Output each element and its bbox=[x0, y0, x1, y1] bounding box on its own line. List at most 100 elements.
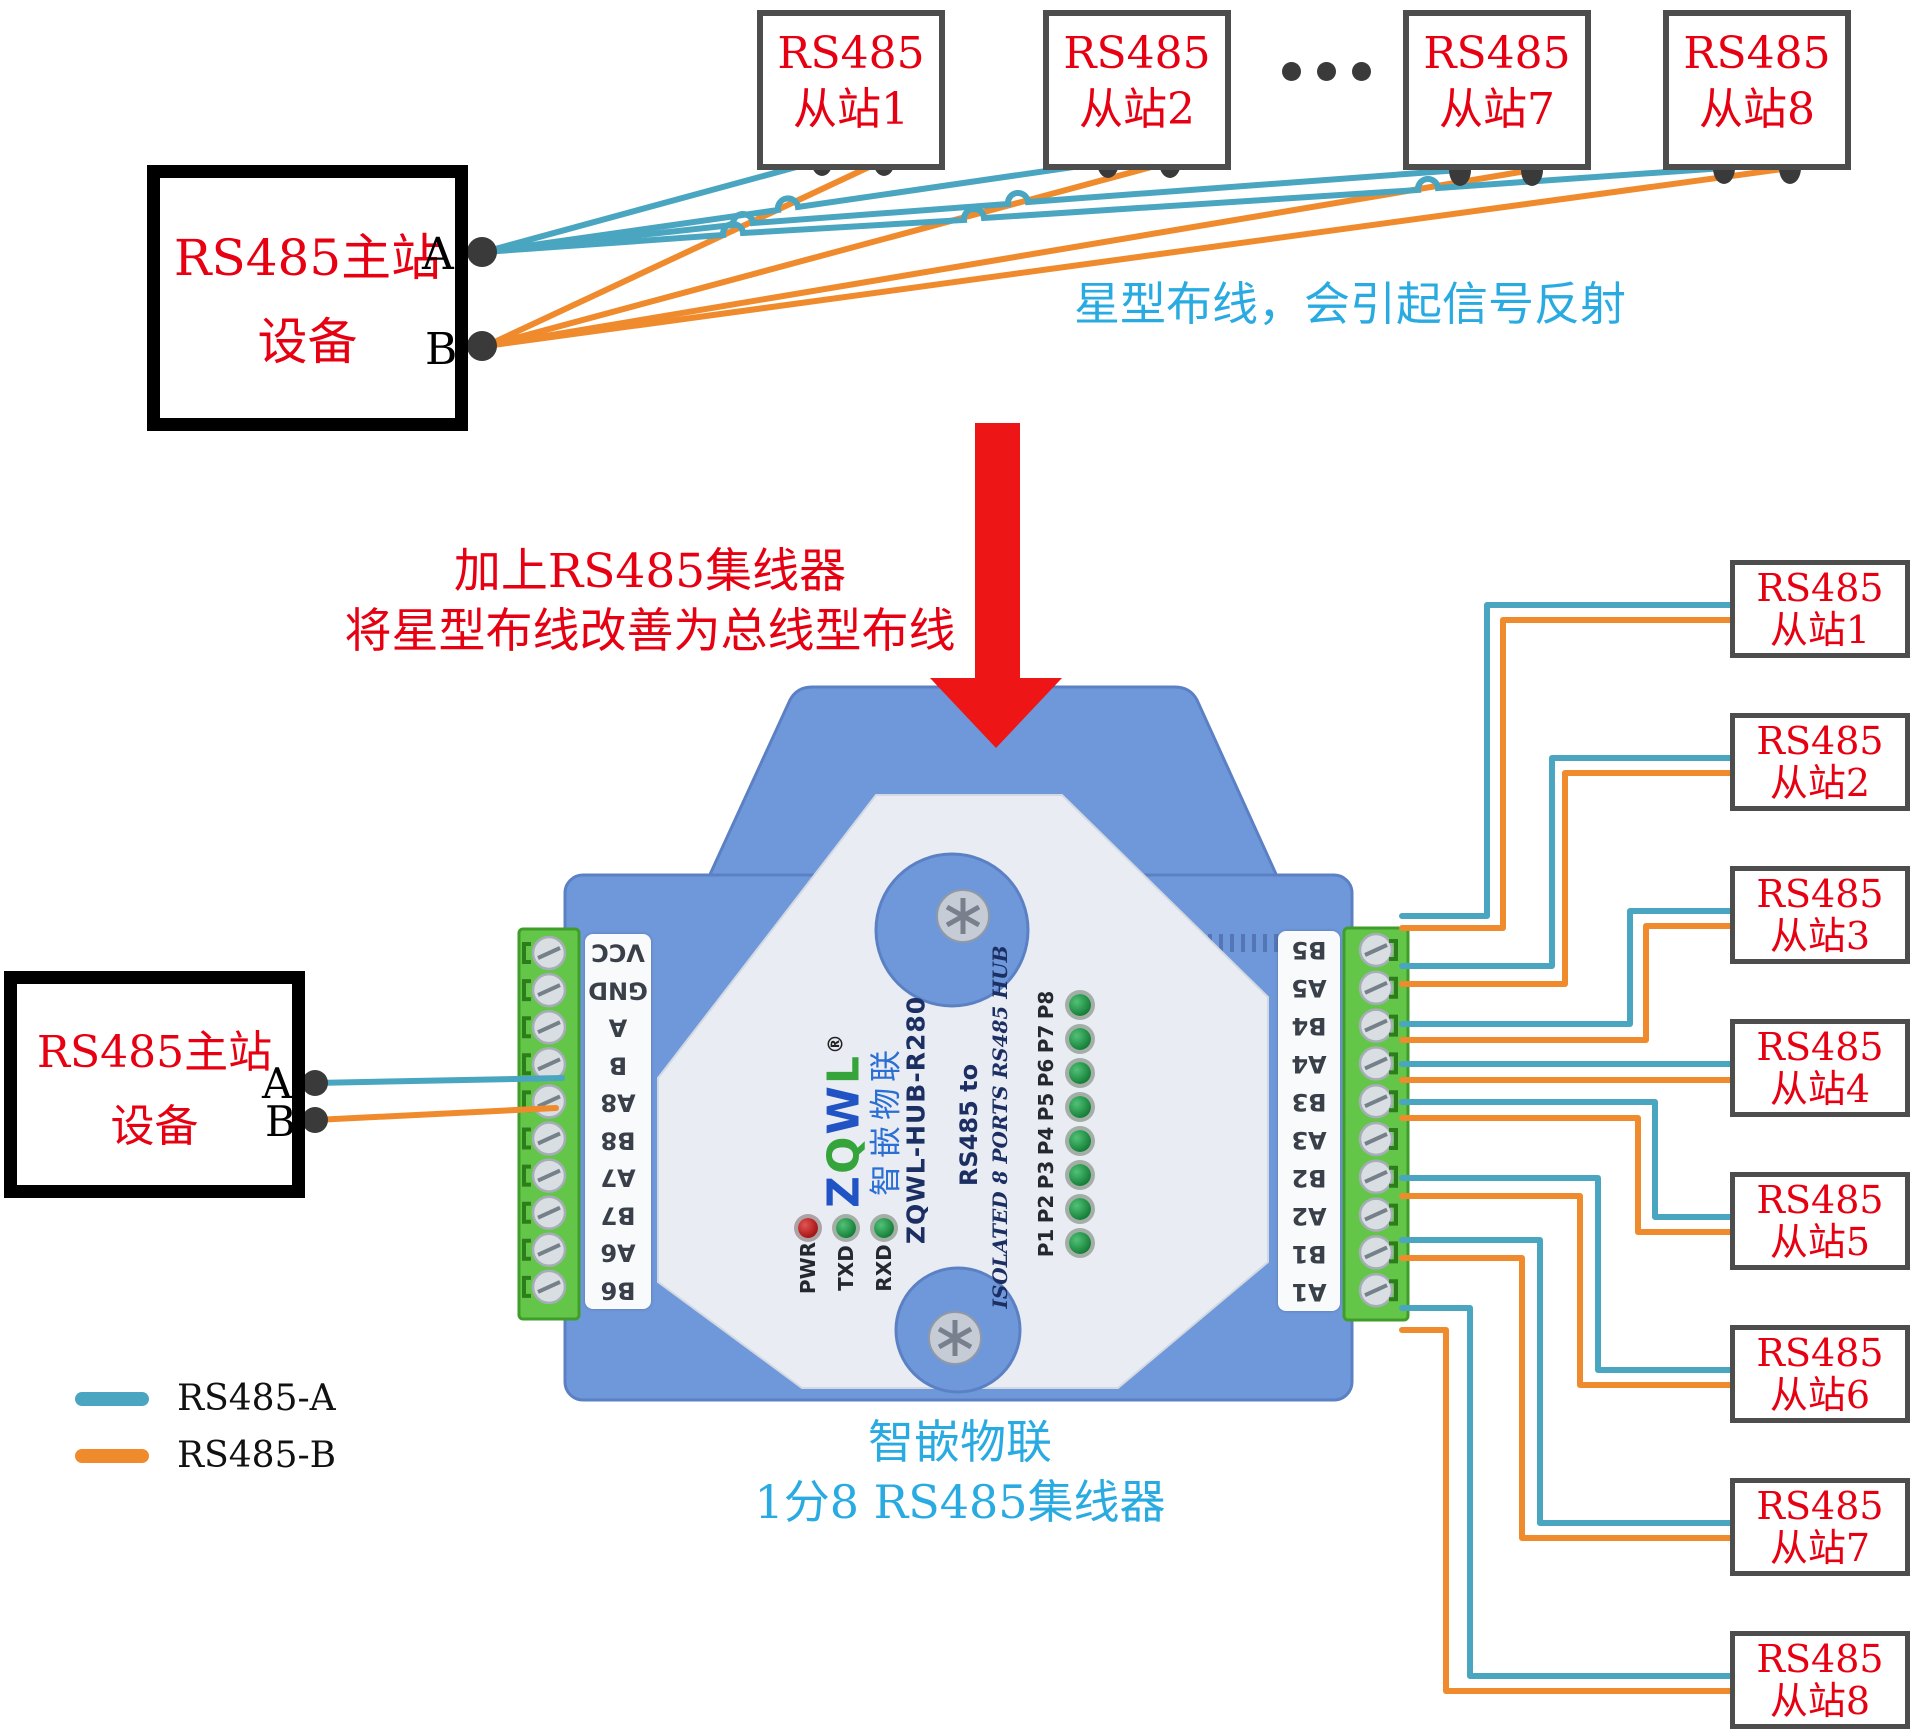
slave-box-line1: RS485 bbox=[1756, 566, 1884, 610]
device-desc-line1: RS485 to bbox=[955, 1063, 983, 1187]
slave-box-line2: 从站5 bbox=[1769, 1220, 1871, 1264]
pin-label: B3 bbox=[1291, 1088, 1327, 1116]
slave-box-line2: 从站2 bbox=[1769, 761, 1871, 805]
transition-text-line2: 将星型布线改善为总线型布线 bbox=[344, 604, 956, 659]
pin-label: VCC bbox=[591, 938, 645, 967]
pin-label: B4 bbox=[1291, 1012, 1327, 1040]
slave-box: RS485 从站1 bbox=[1730, 560, 1910, 658]
slave-box: RS485 从站7 bbox=[1403, 10, 1591, 170]
port-b-label: B bbox=[265, 1097, 296, 1146]
slave-box-line1: RS485 bbox=[1756, 1025, 1884, 1069]
legend-item: RS485-A bbox=[75, 1378, 336, 1419]
slave-box-line1: RS485 bbox=[1423, 28, 1571, 79]
slave-box-line1: RS485 bbox=[1756, 1178, 1884, 1222]
master-title: 设备 bbox=[257, 313, 358, 371]
master-title: RS485主站 bbox=[173, 229, 442, 287]
ellipsis-dots bbox=[1282, 62, 1371, 81]
pin-label: B1 bbox=[1291, 1240, 1327, 1268]
port-led-label: P8 bbox=[1034, 990, 1058, 1020]
pin-label: B7 bbox=[600, 1201, 636, 1230]
screws-left bbox=[522, 935, 567, 1305]
device-model: ZQWL-HUB-R280 bbox=[901, 995, 931, 1245]
slave-box: RS485 从站7 bbox=[1730, 1478, 1910, 1576]
port-led-label: P4 bbox=[1034, 1126, 1058, 1156]
legend-color-swatch bbox=[75, 1391, 149, 1406]
slave-box: RS485 从站4 bbox=[1730, 1019, 1910, 1117]
slave-box: RS485 从站8 bbox=[1663, 10, 1851, 170]
pin-label: A6 bbox=[600, 1238, 636, 1267]
pin-label: GND bbox=[588, 976, 648, 1005]
port-led bbox=[1069, 1096, 1091, 1118]
pin-label: A8 bbox=[600, 1088, 636, 1117]
led-label: TXD bbox=[834, 1245, 858, 1291]
port-a-label: A bbox=[422, 229, 454, 280]
pin-label: A2 bbox=[1291, 1202, 1327, 1230]
star-wires bbox=[481, 157, 1793, 349]
slave-box-line1: RS485 bbox=[1683, 28, 1831, 79]
port-b-label: B bbox=[425, 324, 458, 375]
slave-box-line1: RS485 bbox=[1063, 28, 1211, 79]
port-led bbox=[1069, 1062, 1091, 1084]
master-box-top: RS485主站 设备 A B bbox=[147, 165, 468, 431]
device-logo: ZQWL® 智嵌物联 bbox=[818, 1032, 905, 1208]
registered-mark-icon: ® bbox=[823, 1032, 848, 1055]
port-led bbox=[1069, 1198, 1091, 1220]
slave-box-line2: 从站1 bbox=[793, 84, 909, 135]
down-arrow bbox=[930, 423, 1062, 748]
port-led-label: P5 bbox=[1034, 1092, 1058, 1122]
hub-device-body bbox=[517, 685, 1410, 1402]
port-led bbox=[1069, 994, 1091, 1016]
port-led-label: P7 bbox=[1034, 1024, 1058, 1054]
legend-label: RS485-A bbox=[177, 1378, 336, 1419]
slave-box-line2: 从站2 bbox=[1079, 84, 1195, 135]
pin-label: B5 bbox=[1291, 936, 1327, 964]
slave-box: RS485 从站6 bbox=[1730, 1325, 1910, 1423]
slave-box-line2: 从站7 bbox=[1439, 84, 1555, 135]
port-led bbox=[1069, 1164, 1091, 1186]
pin-label: B6 bbox=[600, 1276, 636, 1305]
master-title: RS485主站 bbox=[36, 1027, 273, 1078]
slave-box-line1: RS485 bbox=[1756, 872, 1884, 916]
device-brand: 智嵌物联 bbox=[866, 1044, 905, 1197]
slave-box-line2: 从站1 bbox=[1769, 608, 1871, 652]
port-led bbox=[1069, 1028, 1091, 1050]
port-led-label: P2 bbox=[1034, 1194, 1058, 1224]
port-led-label: P6 bbox=[1034, 1058, 1058, 1088]
pin-label: A5 bbox=[1291, 974, 1327, 1002]
mounting-screw-top bbox=[936, 889, 990, 943]
led bbox=[874, 1218, 894, 1238]
star-wiring-caption: 星型布线，会引起信号反射 bbox=[1074, 277, 1626, 331]
transition-text-line1: 加上RS485集线器 bbox=[453, 544, 847, 599]
port-a-label: A bbox=[262, 1059, 293, 1108]
led-label: RXD bbox=[872, 1244, 896, 1292]
led bbox=[836, 1218, 856, 1238]
slave-box: RS485 从站8 bbox=[1730, 1631, 1910, 1729]
slave-box-line2: 从站8 bbox=[1769, 1679, 1871, 1723]
pin-label: B2 bbox=[1291, 1164, 1327, 1192]
slave-box-line1: RS485 bbox=[1756, 1331, 1884, 1375]
slave-box: RS485 从站1 bbox=[757, 10, 945, 170]
slave-box-line1: RS485 bbox=[777, 28, 925, 79]
device-label-panel bbox=[657, 794, 1269, 1389]
hub-caption-line1: 智嵌物联 bbox=[868, 1415, 1052, 1469]
legend-color-swatch bbox=[75, 1448, 149, 1463]
slave-box-line2: 从站6 bbox=[1769, 1373, 1871, 1417]
master-box-bottom: RS485主站 设备 A B bbox=[4, 971, 305, 1198]
port-led-label: P1 bbox=[1034, 1228, 1058, 1258]
master-title: 设备 bbox=[110, 1101, 199, 1152]
pin-label: B bbox=[608, 1051, 628, 1080]
device-desc-line2: ISOLATED 8 PORTS RS485 HUB bbox=[988, 945, 1012, 1309]
pin-label: A bbox=[608, 1013, 628, 1042]
slave-box: RS485 从站5 bbox=[1730, 1172, 1910, 1270]
pin-label: A4 bbox=[1291, 1050, 1327, 1078]
screws-right bbox=[1358, 932, 1398, 1308]
hub-caption-line2: 1分8 RS485集线器 bbox=[754, 1475, 1166, 1529]
slave-box: RS485 从站3 bbox=[1730, 866, 1910, 964]
slave-box-line2: 从站7 bbox=[1769, 1526, 1871, 1570]
led-label: PWR bbox=[796, 1241, 820, 1295]
slave-box-line1: RS485 bbox=[1756, 719, 1884, 763]
pin-label: A3 bbox=[1291, 1126, 1327, 1154]
slave-box: RS485 从站2 bbox=[1043, 10, 1231, 170]
